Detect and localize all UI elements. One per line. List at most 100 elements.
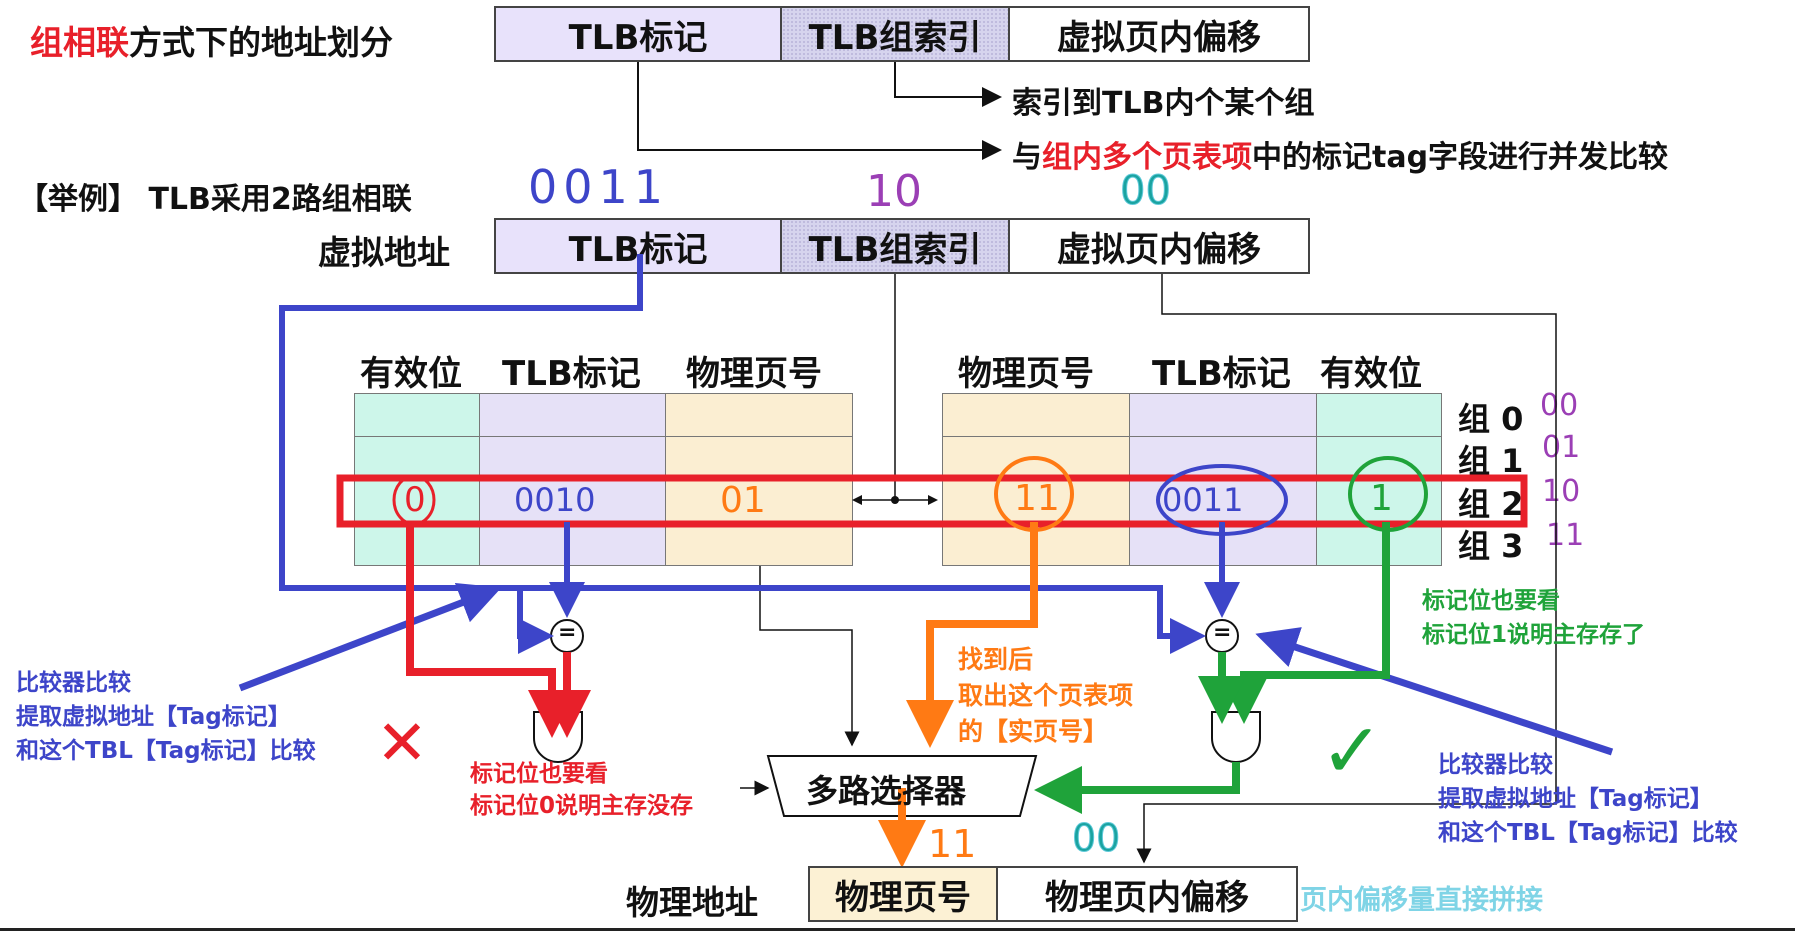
set-label-1: 组 1 xyxy=(1458,442,1524,480)
blue-tag-path xyxy=(279,254,643,654)
row2-right-ppn: 11 xyxy=(1014,478,1060,519)
left-ppn-row2 xyxy=(665,479,853,523)
top-index-field: TLB组索引 xyxy=(780,6,1010,62)
pa-ppn-field: 物理页号 xyxy=(808,866,998,922)
left-header-tag: TLB标记 xyxy=(502,354,641,394)
title-rest: 方式下的地址划分 xyxy=(129,23,393,62)
concat-note: 页内偏移量直接拼接 xyxy=(1300,885,1543,916)
set-label-3: 组 3 xyxy=(1458,527,1524,565)
green-and-to-mux xyxy=(1034,762,1240,814)
hw-output-offset: 00 xyxy=(1071,816,1121,861)
found-note-line3: 的【实页号】 xyxy=(958,717,1109,746)
title-highlight: 组相联 xyxy=(30,23,129,62)
left-compare-note: 比较器比较 提取虚拟地址【Tag标记】 和这个TBL【Tag标记】比较 xyxy=(16,666,316,768)
physical-address-label: 物理地址 xyxy=(626,883,758,922)
index-arrow-line xyxy=(894,62,1002,107)
compare-note-pre: 与 xyxy=(1012,140,1042,175)
compare-note-highlight: 组内多个页表项 xyxy=(1042,140,1252,175)
left-compare-note-line2: 提取虚拟地址【Tag标记】 xyxy=(16,704,291,730)
right-ppn-row0 xyxy=(942,393,1130,437)
virtual-address-label: 虚拟地址 xyxy=(318,233,450,272)
mux-shape xyxy=(766,755,1038,817)
top-offset-field: 虚拟页内偏移 xyxy=(1008,6,1310,62)
left-and-gate xyxy=(533,711,583,763)
compare-note: 与组内多个页表项中的标记tag字段进行并发比较 xyxy=(1012,132,1668,176)
set-label-2: 组 2 xyxy=(1458,485,1524,523)
offset-line xyxy=(1136,274,1557,864)
set-binary-3: 11 xyxy=(1546,518,1585,553)
right-compare-note-line3: 和这个TBL【Tag标记】比较 xyxy=(1438,820,1738,846)
hw-offset-bits: 00 xyxy=(1120,168,1172,215)
left-comparator-symbol: = xyxy=(558,620,577,645)
right-compare-note: 比较器比较 提取虚拟地址【Tag标记】 和这个TBL【Tag标记】比较 xyxy=(1438,748,1738,850)
blue-right-note-arrow xyxy=(1255,627,1614,756)
va-offset-field: 虚拟页内偏移 xyxy=(1008,218,1310,274)
set-binary-2: 10 xyxy=(1542,474,1581,509)
va-tag-field: TLB标记 xyxy=(494,218,782,274)
cross-mark: ✕ xyxy=(376,706,428,779)
blue-tag-path-right xyxy=(520,585,1206,654)
row2-left-valid: 0 xyxy=(404,480,426,520)
row2-left-tag: 0010 xyxy=(514,481,596,519)
right-and-gate xyxy=(1211,711,1261,763)
green-valid-path xyxy=(1220,522,1390,724)
hw-index-bits: 10 xyxy=(866,166,922,217)
set-binary-0: 00 xyxy=(1540,388,1579,423)
set2-highlight-box xyxy=(336,474,1528,528)
left-tag-row1 xyxy=(479,436,666,480)
row2-left-ppn: 01 xyxy=(720,480,766,521)
set-select-arrowhead-left xyxy=(852,495,862,505)
right-valid-note-line1: 标记位也要看 xyxy=(1422,588,1560,614)
right-header-valid: 有效位 xyxy=(1320,354,1422,394)
right-compare-note-line2: 提取虚拟地址【Tag标记】 xyxy=(1438,786,1713,812)
hw-tag-bits: 0011 xyxy=(528,160,670,214)
left-ppn-row1 xyxy=(665,436,853,480)
right-compare-note-line1: 比较器比较 xyxy=(1438,752,1553,778)
right-valid-note-line2: 标记位1说明主存存了 xyxy=(1422,622,1646,648)
right-comparator-symbol: = xyxy=(1213,620,1232,645)
set-label-0: 组 0 xyxy=(1458,400,1524,438)
found-note-line2: 取出这个页表项 xyxy=(958,681,1134,710)
left-valid-note-line1: 标记位也要看 xyxy=(470,761,608,787)
left-ppn-row3 xyxy=(665,522,853,566)
right-valid-note: 标记位也要看 标记位1说明主存存了 xyxy=(1422,584,1645,652)
red-valid-path xyxy=(406,522,576,738)
set-select-dot xyxy=(891,496,899,504)
hw-output-ppn: 11 xyxy=(928,822,977,866)
left-compare-note-line3: 和这个TBL【Tag标记】比较 xyxy=(16,738,316,764)
mux-label: 多路选择器 xyxy=(806,772,967,810)
found-note: 找到后 取出这个页表项 的【实页号】 xyxy=(958,642,1133,750)
orange-circle-right-ppn xyxy=(994,456,1074,532)
left-valid-note-line2: 标记位0说明主存没存 xyxy=(470,793,694,819)
set-binary-1: 01 xyxy=(1542,430,1581,465)
top-tag-field: TLB标记 xyxy=(494,6,782,62)
compare-note-post: 中的标记tag字段进行并发比较 xyxy=(1252,140,1669,175)
blue-left-note-arrow xyxy=(238,582,502,692)
tag-arrow-line xyxy=(637,62,1002,160)
pa-offset-field: 物理页内偏移 xyxy=(996,866,1298,922)
index-note: 索引到TLB内个某个组 xyxy=(1012,86,1315,121)
found-note-line1: 找到后 xyxy=(958,645,1034,674)
right-header-tag: TLB标记 xyxy=(1152,354,1291,394)
orange-ppn-path xyxy=(906,522,1038,748)
red-circle-left-valid xyxy=(392,474,436,526)
left-valid-row0 xyxy=(354,393,480,437)
bottom-divider xyxy=(0,928,1795,931)
left-header-valid: 有效位 xyxy=(360,354,462,394)
row2-right-tag: 0011 xyxy=(1162,481,1244,519)
va-index-field: TLB组索引 xyxy=(780,218,1010,274)
left-valid-note: 标记位也要看 标记位0说明主存没存 xyxy=(470,758,693,822)
blue-circle-right-tag xyxy=(1156,464,1288,536)
right-tag-row0 xyxy=(1129,393,1317,437)
left-valid-row2 xyxy=(354,479,480,523)
row2-right-valid: 1 xyxy=(1370,478,1393,519)
left-valid-row1 xyxy=(354,436,480,480)
left-tag-row0 xyxy=(479,393,666,437)
right-header-ppn: 物理页号 xyxy=(958,354,1094,394)
left-ppn-to-mux xyxy=(759,566,860,747)
green-circle-right-valid xyxy=(1348,456,1428,532)
set-select-arrowhead-right xyxy=(928,495,938,505)
left-header-ppn: 物理页号 xyxy=(686,354,822,394)
left-compare-note-line1: 比较器比较 xyxy=(16,670,131,696)
